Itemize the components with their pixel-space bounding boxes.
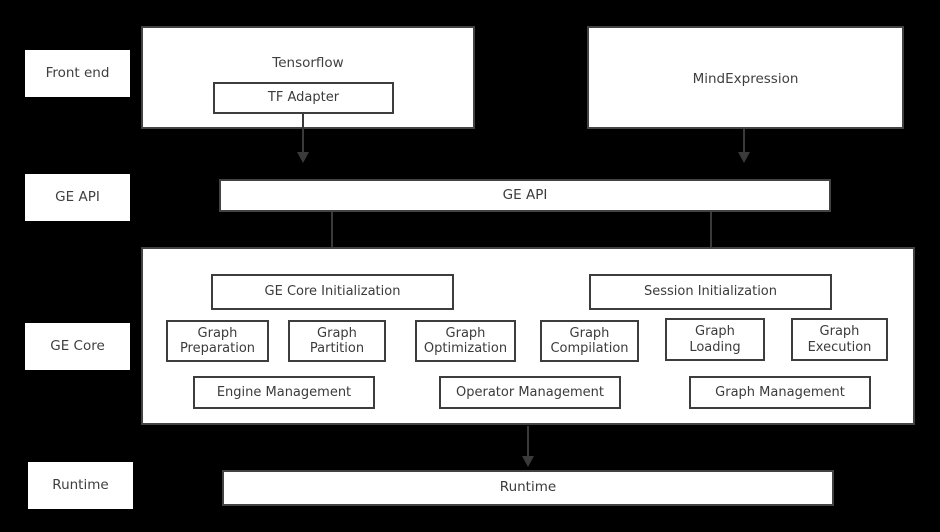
layer-label-ge-core-text: GE Core [50, 337, 105, 354]
manager-operator-management-label: Operator Management [456, 384, 604, 400]
layer-label-front-end-text: Front end [45, 64, 110, 81]
connector-ge-core-to-runtime-head [522, 456, 534, 467]
manager-operator-management[interactable]: Operator Management [439, 376, 621, 409]
stage-graph-compilation-label: Graph Compilation [550, 325, 629, 356]
manager-engine-management-label: Engine Management [216, 384, 352, 400]
stage-graph-execution[interactable]: Graph Execution [791, 318, 888, 361]
stage-graph-partition-label: Graph Partition [309, 325, 365, 356]
connector-tf-adapter-to-ge-api-line [302, 114, 304, 154]
connector-ge-api-to-ge-core-init-line [331, 212, 333, 259]
ge-api-bar-label: GE API [502, 186, 548, 203]
layer-label-front-end: Front end [25, 50, 130, 97]
connector-ge-core-to-runtime-line [527, 426, 529, 458]
layer-label-runtime: Runtime [28, 462, 133, 509]
stage-graph-preparation-label: Graph Preparation [179, 325, 256, 356]
stage-graph-optimization-label: Graph Optimization [423, 325, 508, 356]
stage-graph-loading-label: Graph Loading [689, 324, 741, 355]
tf-adapter-box[interactable]: TF Adapter [213, 82, 394, 114]
runtime-bar[interactable]: Runtime [222, 470, 834, 506]
connector-tf-adapter-to-ge-api-head [297, 152, 309, 163]
ge-core-initialization-box[interactable]: GE Core Initialization [211, 274, 454, 310]
connector-ge-api-to-session-init-line [710, 212, 712, 259]
mindexpression-group-title: MindExpression [692, 71, 799, 87]
layer-label-ge-api: GE API [25, 174, 130, 221]
ge-core-initialization-label: GE Core Initialization [264, 284, 401, 300]
layer-label-ge-api-text: GE API [55, 188, 100, 205]
runtime-bar-label: Runtime [499, 479, 557, 496]
stage-graph-loading[interactable]: Graph Loading [665, 318, 765, 361]
mindexpression-group: MindExpression [587, 26, 904, 129]
session-initialization-box[interactable]: Session Initialization [589, 274, 832, 310]
layer-label-ge-core: GE Core [25, 323, 130, 370]
stage-graph-compilation[interactable]: Graph Compilation [540, 320, 639, 362]
tensorflow-group-title: Tensorflow [272, 55, 344, 71]
session-initialization-label: Session Initialization [643, 284, 777, 300]
tf-adapter-label: TF Adapter [267, 90, 340, 106]
stage-graph-execution-label: Graph Execution [807, 324, 872, 355]
manager-engine-management[interactable]: Engine Management [193, 376, 375, 409]
manager-graph-management[interactable]: Graph Management [689, 376, 871, 409]
stage-graph-preparation[interactable]: Graph Preparation [166, 320, 269, 362]
stage-graph-partition[interactable]: Graph Partition [288, 320, 386, 362]
connector-mindexpression-to-ge-api-line [743, 129, 745, 154]
manager-graph-management-label: Graph Management [715, 384, 845, 400]
ge-api-bar[interactable]: GE API [219, 179, 831, 212]
stage-graph-optimization[interactable]: Graph Optimization [415, 320, 516, 362]
connector-mindexpression-to-ge-api-head [738, 152, 750, 163]
layer-label-runtime-text: Runtime [52, 476, 109, 493]
